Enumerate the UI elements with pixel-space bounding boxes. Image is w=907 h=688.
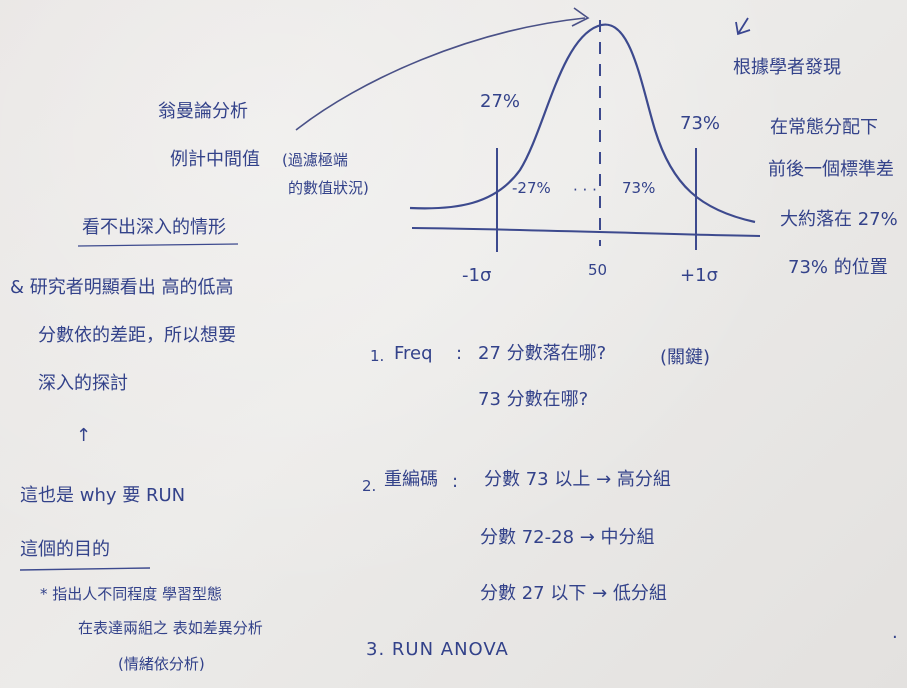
step1-line2: 73 分數在哪? — [478, 389, 589, 410]
median-note: 例計中間值 — [170, 149, 260, 170]
inner-left-label: -27% — [512, 179, 551, 197]
footnote-2: 在表達兩組之 表如差異分析 — [78, 619, 263, 637]
step3-line: 3. RUN ANOVA — [366, 639, 509, 660]
left-27-label: 27% — [480, 91, 521, 112]
axis-mean-label: 50 — [588, 261, 608, 279]
right-note-4: 大約落在 27% — [780, 209, 898, 230]
why-line-2: 這個的目的 — [20, 539, 110, 560]
paren-note-b: 的數值狀況) — [288, 179, 369, 197]
step2-colon: : — [452, 471, 459, 492]
up-arrow: ↑ — [76, 425, 92, 446]
right-73-label: 73% — [680, 113, 721, 134]
step2-number: 2. — [362, 477, 377, 495]
step2-row-mid: 分數 72-28 → 中分組 — [480, 527, 655, 548]
corner-arrow — [735, 17, 751, 36]
footnote-1: * 指出人不同程度 學習型態 — [40, 585, 223, 603]
left-item-1: & 研究者明顯看出 高的低高 — [10, 277, 234, 298]
pointer-arrow — [295, 17, 586, 131]
analysis-title: 翁曼論分析 — [158, 101, 248, 122]
left-item-2: 分數依的差距，所以想要 — [38, 325, 236, 346]
step1-line1: 27 分數落在哪? — [478, 343, 607, 364]
pointer-arrowhead — [571, 7, 590, 27]
left-item-3: 深入的探討 — [38, 373, 128, 394]
footnote-3: (情緒依分析) — [118, 655, 205, 673]
why-line-1: 這也是 why 要 RUN — [20, 485, 186, 506]
inner-dots: · · · — [573, 181, 597, 199]
axis-plus-sd-label: +1σ — [680, 265, 718, 286]
stray-mark: · — [892, 627, 898, 648]
step1-paren: (關鍵) — [660, 347, 711, 368]
right-note-3: 前後一個標準差 — [768, 159, 894, 180]
step1-label: Freq — [394, 343, 433, 364]
paren-note-a: (過濾極端 — [282, 151, 348, 169]
underline-heading — [77, 243, 239, 247]
right-note-2: 在常態分配下 — [770, 117, 878, 138]
step1-colon: : — [456, 343, 463, 364]
bell-curve — [409, 23, 756, 224]
inner-right-label: 73% — [622, 179, 656, 197]
step2-label: 重編碼 — [384, 469, 438, 490]
underline-why — [19, 567, 151, 571]
step2-row-high: 分數 73 以上 → 高分組 — [484, 469, 671, 490]
right-note-5: 73% 的位置 — [788, 257, 888, 278]
x-axis-line — [411, 227, 761, 237]
right-note-1: 根據學者發現 — [733, 57, 841, 78]
axis-minus-sd-label: -1σ — [462, 265, 492, 286]
left-heading: 看不出深入的情形 — [82, 217, 226, 238]
step2-row-low: 分數 27 以下 → 低分組 — [480, 583, 667, 604]
step1-number: 1. — [370, 347, 385, 365]
